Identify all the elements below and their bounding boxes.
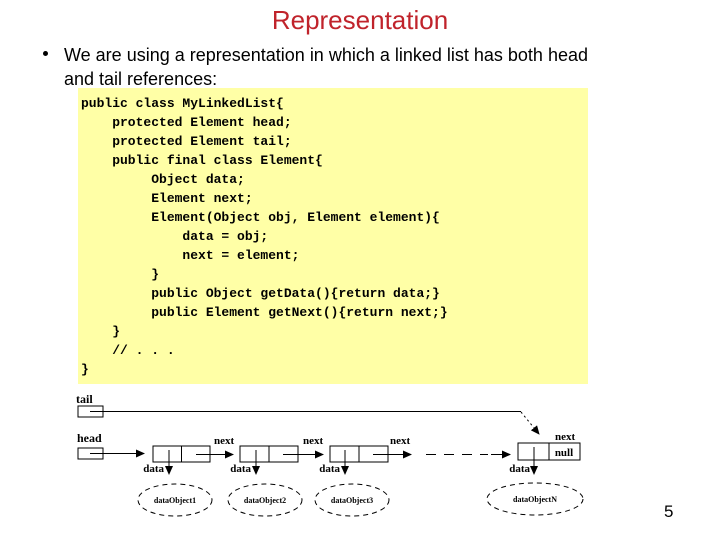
head-label: head — [77, 431, 102, 445]
data-object-label: dataObject3 — [331, 496, 373, 505]
tail-arrow — [520, 411, 540, 435]
data-object-ellipse — [137, 483, 213, 517]
bullet-text-line: We are using a representation in which a… — [64, 45, 588, 65]
next-label: next — [214, 435, 235, 447]
data-label: data — [143, 463, 164, 475]
page-title: Representation — [271, 5, 449, 35]
linked-list-diagram: tail head data next data next data next — [76, 392, 584, 517]
data-object-label: dataObject2 — [244, 496, 286, 505]
data-object-ellipse — [314, 483, 390, 517]
next-label: next — [390, 435, 411, 447]
data-label: data — [230, 463, 251, 475]
code-text: public class MyLinkedList{ protected Ele… — [81, 96, 448, 377]
data-label: data — [509, 463, 530, 475]
next-label: next — [555, 431, 576, 443]
bullet-text: We are using a representation in which a… — [64, 43, 669, 91]
data-label: data — [319, 463, 340, 475]
bullet-text-line: and tail references: — [64, 69, 218, 89]
data-object-ellipse — [486, 482, 584, 516]
data-object-label: dataObjectN — [513, 495, 557, 504]
data-object-label: dataObject1 — [154, 496, 196, 505]
next-label: next — [303, 435, 324, 447]
bullet-marker-icon — [43, 51, 48, 56]
code-block: public class MyLinkedList{ protected Ele… — [78, 88, 588, 384]
null-label: null — [555, 447, 573, 459]
page-number: 5 — [664, 502, 674, 521]
data-object-ellipse — [227, 483, 303, 517]
tail-label: tail — [76, 392, 93, 406]
